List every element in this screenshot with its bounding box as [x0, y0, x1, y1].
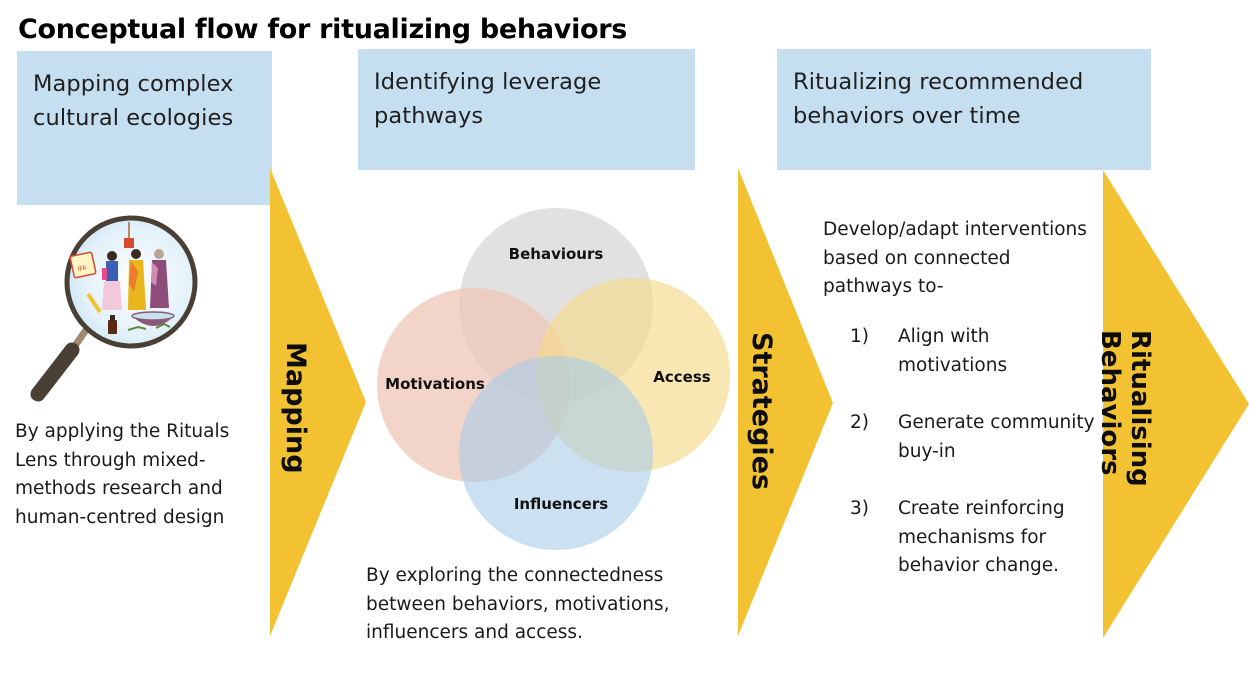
stage-2-header-text: Identifying leverage pathways: [374, 69, 602, 129]
strategy-item-1-number: 1): [850, 326, 869, 347]
strategy-item-2: 2) Generate community buy-in: [850, 409, 1100, 469]
stage-3-header: Ritualizing recommended behaviors over t…: [777, 49, 1151, 170]
svg-text:IFA: IFA: [77, 264, 88, 273]
stage-3-header-text: Ritualizing recommended behaviors over t…: [793, 69, 1084, 129]
stage-2-header: Identifying leverage pathways: [358, 49, 695, 170]
strategy-item-3: 3) Create reinforcing mechanisms for beh…: [850, 495, 1100, 585]
venn-label-influencers: Influencers: [514, 495, 608, 513]
venn-label-motivations: Motivations: [385, 375, 485, 393]
mapping-chevron-label: Mapping: [280, 342, 311, 474]
venn-label-behaviours: Behaviours: [509, 245, 604, 263]
strategies-chevron: Strategies: [738, 168, 836, 638]
strategy-item-2-text: Generate community buy-in: [898, 412, 1095, 462]
ritualising-chevron-label-line2: Behaviors: [1095, 330, 1125, 476]
venn-label-access: Access: [653, 368, 710, 386]
woman-figure-3-icon: [150, 249, 169, 308]
venn-circle-influencers: [459, 356, 653, 550]
stage-1-header-text: Mapping complex cultural ecologies: [33, 71, 234, 131]
mapping-chevron-shape: [270, 168, 366, 636]
ritualising-chevron-label-line1: Ritualising: [1125, 330, 1155, 487]
ritualising-chevron-label: Ritualising Behaviors: [1095, 330, 1155, 487]
stage-2-description: By exploring the connectedness between b…: [366, 565, 670, 644]
woman-figure-1-icon: [102, 251, 122, 310]
strategy-item-3-number: 3): [850, 498, 869, 519]
ritualising-chevron-shape: [1103, 170, 1249, 638]
strategies-chevron-label: Strategies: [746, 332, 777, 491]
strategy-item-1-text: Align with motivations: [898, 326, 1008, 376]
strategies-chevron-shape: [738, 168, 833, 636]
stage-1-header: Mapping complex cultural ecologies: [17, 51, 272, 205]
ritualising-behaviors-chevron: Ritualising Behaviors: [1095, 170, 1249, 640]
syringe-icon: [86, 292, 102, 314]
diagram-title: Conceptual flow for ritualizing behavior…: [18, 14, 628, 45]
strategy-item-1: 1) Align with motivations: [850, 323, 1100, 383]
venn-diagram: Behaviours Motivations Access Influencer…: [377, 208, 730, 550]
mapping-chevron: Mapping: [270, 168, 368, 638]
stage-3-intro: Develop/adapt interventions based on con…: [823, 219, 1087, 298]
calendar-icon: IFA: [69, 251, 97, 279]
magnifying-glass-illustration: IFA: [28, 212, 208, 411]
medicine-bottle-icon: [108, 320, 117, 334]
woman-figure-2-icon: [128, 249, 146, 310]
strategy-item-3-text: Create reinforcing mechanisms for behavi…: [898, 498, 1065, 577]
stage-1-description: By applying the Rituals Lens through mix…: [15, 421, 230, 529]
strategy-item-2-number: 2): [850, 412, 869, 433]
